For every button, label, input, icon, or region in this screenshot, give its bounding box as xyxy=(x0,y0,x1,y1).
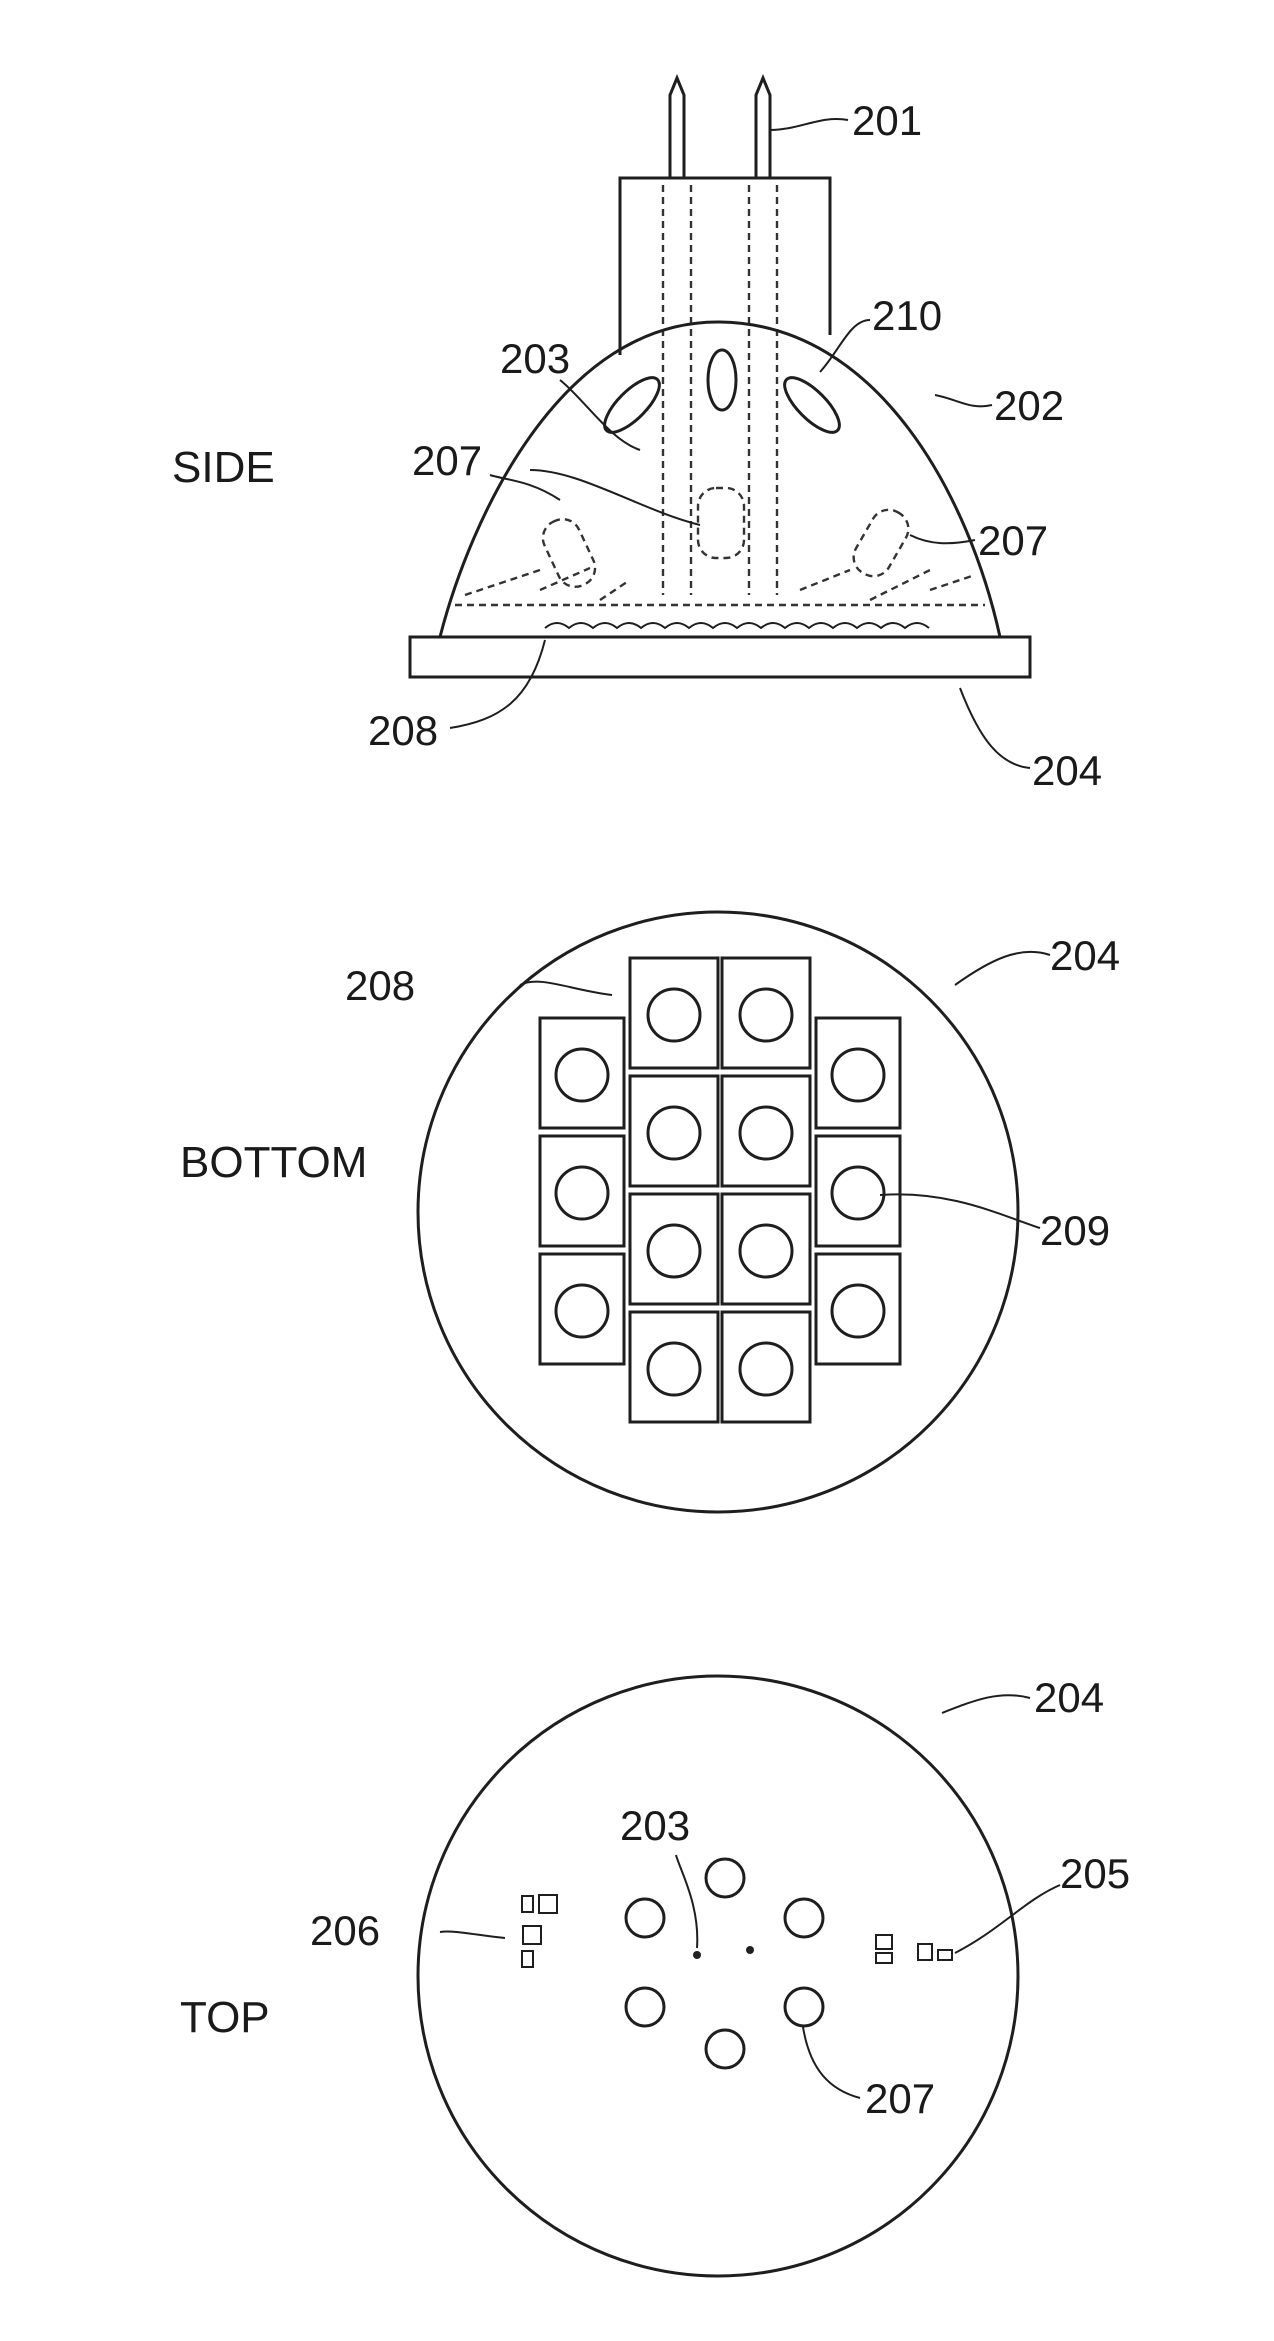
internal-dashed-structure xyxy=(455,568,985,605)
socket-housing xyxy=(620,178,830,355)
led-cell xyxy=(722,1076,810,1186)
bottom-view: BOTTOM 208 204 xyxy=(180,912,1120,1512)
led-cell xyxy=(540,1136,624,1246)
side-ref-labels: 201 210 203 202 207 207 208 204 xyxy=(368,97,1102,794)
ref-204-bottom: 204 xyxy=(1050,932,1120,979)
component-group-205 xyxy=(876,1935,952,1963)
base-plate xyxy=(410,637,1030,677)
ref-206: 206 xyxy=(310,1907,380,1954)
ref-210: 210 xyxy=(872,292,942,339)
ref-203-side: 203 xyxy=(500,335,570,382)
bottom-view-label: BOTTOM xyxy=(180,1138,367,1187)
ref-205: 205 xyxy=(1060,1850,1130,1897)
ref-204-side: 204 xyxy=(1032,747,1102,794)
conduit-dashed-lines xyxy=(663,185,777,595)
ref-207-side-right: 207 xyxy=(978,517,1048,564)
led-cell xyxy=(722,1194,810,1304)
led-openings xyxy=(626,1859,823,2068)
plug-pins xyxy=(670,78,770,178)
top-view-label: TOP xyxy=(180,1993,270,2042)
led-cell xyxy=(816,1136,900,1246)
dashed-leds xyxy=(537,488,915,593)
led-cell xyxy=(630,1194,718,1304)
led-cell xyxy=(630,1076,718,1186)
led-array xyxy=(540,958,900,1422)
ref-207-top: 207 xyxy=(865,2075,935,2122)
led-cell xyxy=(722,1312,810,1422)
ref-203-top: 203 xyxy=(620,1802,690,1849)
ref-209: 209 xyxy=(1040,1207,1110,1254)
ref-202: 202 xyxy=(994,382,1064,429)
led-cell xyxy=(816,1018,900,1128)
ref-204-top: 204 xyxy=(1034,1674,1104,1721)
ref-201: 201 xyxy=(852,97,922,144)
ref-208-bottom: 208 xyxy=(345,962,415,1009)
led-cell xyxy=(630,1312,718,1422)
led-cell xyxy=(540,1018,624,1128)
led-cell-row xyxy=(545,623,929,628)
ref-207-side-left: 207 xyxy=(412,437,482,484)
side-view: SIDE xyxy=(172,78,1102,794)
pin-holes xyxy=(693,1946,754,1959)
side-view-label: SIDE xyxy=(172,443,275,492)
top-base-circle xyxy=(418,1676,1018,2276)
ref-208-side: 208 xyxy=(368,707,438,754)
component-group-206 xyxy=(522,1895,557,1967)
led-cell xyxy=(722,958,810,1068)
vent-openings xyxy=(597,350,848,440)
led-cell xyxy=(540,1254,624,1364)
led-cell xyxy=(630,958,718,1068)
led-cell xyxy=(816,1254,900,1364)
top-view: TOP xyxy=(180,1674,1130,2276)
